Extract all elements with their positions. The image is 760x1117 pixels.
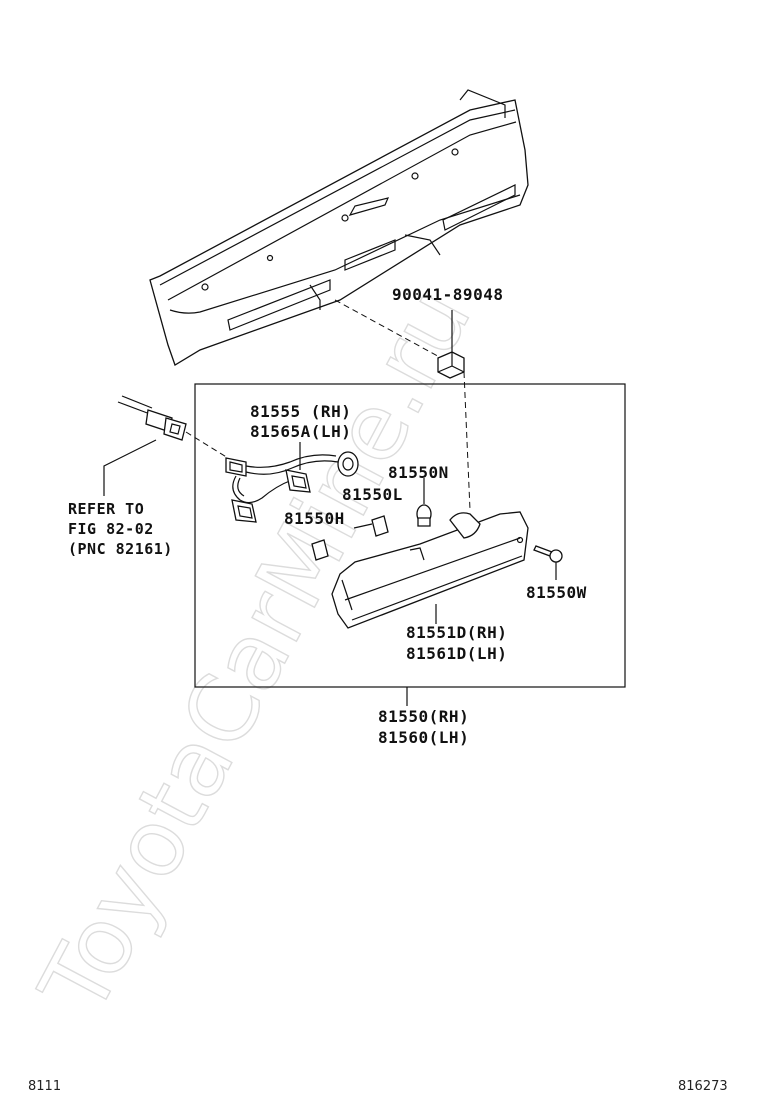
callout-bulb-h: 81550H: [284, 509, 345, 528]
assembly-frame: [194, 383, 626, 688]
front-bumper: [149, 89, 529, 366]
callout-socket-lh: 81565A(LH): [250, 422, 351, 441]
external-connector: [117, 395, 187, 441]
reference-line-1: REFER TO: [68, 500, 144, 518]
callout-lens-lh: 81561D(LH): [406, 644, 507, 663]
reference-line-2: FIG 82-02: [68, 520, 154, 538]
callout-assembly-lh: 81560(LH): [378, 728, 469, 747]
callout-assembly-rh: 81550(RH): [378, 707, 469, 726]
lamp-lens: [331, 511, 529, 629]
callout-clip: 90041-89048: [392, 285, 503, 304]
reference-note: REFER TO FIG 82-02 (PNC 82161): [68, 500, 173, 558]
footer-right-code: 816273: [678, 1079, 728, 1094]
callout-lens-rh: 81551D(RH): [406, 623, 507, 642]
callout-socket-rh: 81555 (RH): [250, 402, 351, 421]
clip-part: [437, 351, 465, 379]
bulb-h: [311, 515, 389, 561]
bulb-l: [416, 504, 432, 527]
screw-part: [533, 545, 563, 563]
callout-bulb-n: 81550N: [388, 463, 449, 482]
socket-harness: [225, 451, 359, 523]
footer-left-code: 8111: [28, 1079, 61, 1094]
callout-bulb-l: 81550L: [342, 485, 403, 504]
reference-line-3: (PNC 82161): [68, 540, 173, 558]
callout-screw: 81550W: [526, 583, 587, 602]
